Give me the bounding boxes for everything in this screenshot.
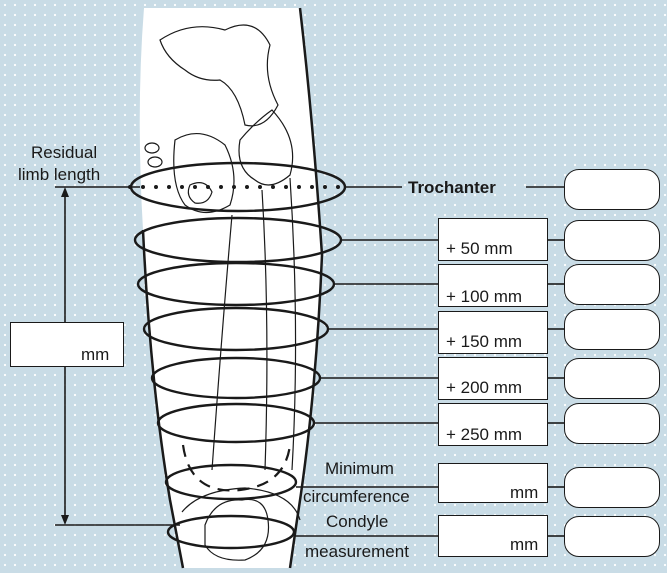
row-minimum-box[interactable]: mm (438, 463, 548, 503)
condyle-label-line1: Condyle (326, 513, 388, 530)
row-plus200-box[interactable]: + 200 mm (438, 357, 548, 400)
row-plus250-text: + 250 mm (446, 425, 522, 445)
condyle-label-line2: measurement (305, 543, 409, 560)
result-field-trochanter[interactable] (564, 169, 660, 210)
row-condyle-box[interactable]: mm (438, 515, 548, 557)
row-condyle-text: mm (510, 535, 538, 555)
result-field-condyle[interactable] (564, 516, 660, 557)
result-field-plus150[interactable] (564, 309, 660, 350)
result-field-plus50[interactable] (564, 220, 660, 261)
result-field-plus100[interactable] (564, 264, 660, 305)
minimum-label-line2: circumference (303, 488, 410, 505)
trochanter-label: Trochanter (408, 179, 496, 196)
minimum-label-line1: Minimum (325, 460, 394, 477)
row-plus50-text: + 50 mm (446, 239, 513, 259)
result-field-minimum[interactable] (564, 467, 660, 508)
row-minimum-text: mm (510, 483, 538, 503)
row-plus250-box[interactable]: + 250 mm (438, 403, 548, 446)
row-plus100-box[interactable]: + 100 mm (438, 264, 548, 307)
residual-label-line2: limb length (18, 166, 100, 183)
row-plus200-text: + 200 mm (446, 378, 522, 398)
result-field-plus200[interactable] (564, 358, 660, 399)
row-plus150-box[interactable]: + 150 mm (438, 311, 548, 354)
row-plus50-box[interactable]: + 50 mm (438, 218, 548, 261)
residual-length-unit: mm (81, 345, 109, 365)
row-plus150-text: + 150 mm (446, 332, 522, 352)
residual-label-line1: Residual (31, 144, 97, 161)
result-field-plus250[interactable] (564, 403, 660, 444)
residual-length-field[interactable]: mm (10, 322, 124, 367)
row-plus100-text: + 100 mm (446, 287, 522, 307)
